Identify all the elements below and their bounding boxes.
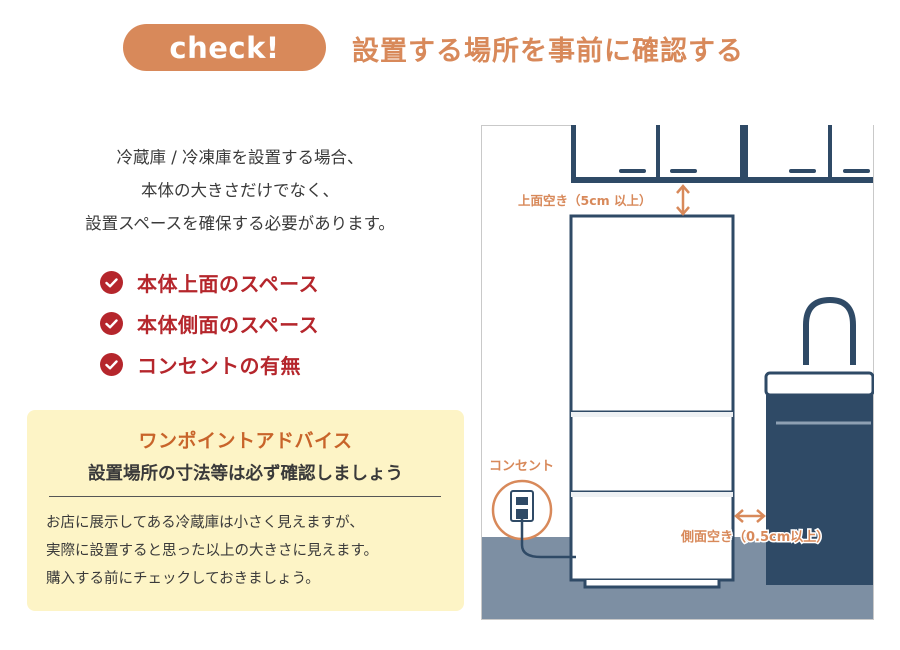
outlet-icon bbox=[491, 479, 576, 559]
checklist-label: 本体側面のスペース bbox=[137, 313, 320, 337]
sink-counter bbox=[764, 296, 874, 585]
check-circle-icon bbox=[100, 312, 123, 335]
side-clearance-label-fill: 側面空き（0.5cm以上） bbox=[680, 529, 829, 545]
refrigerator bbox=[569, 214, 735, 589]
intro-line: 本体の大きさだけでなく、 bbox=[141, 181, 339, 200]
wall-cabinet bbox=[571, 125, 873, 183]
checklist-label: 本体上面のスペース bbox=[137, 272, 320, 296]
checklist-item: コンセントの有無 bbox=[100, 344, 319, 385]
advice-divider bbox=[49, 496, 441, 497]
intro-line: 設置スペースを確保する必要があります。 bbox=[85, 214, 395, 233]
outlet-label: コンセント bbox=[489, 459, 554, 474]
checklist-label: コンセントの有無 bbox=[137, 354, 301, 378]
intro-text: 冷蔵庫 / 冷凍庫を設置する場合、 本体の大きさだけでなく、 設置スペースを確保… bbox=[30, 141, 450, 240]
checklist: 本体上面のスペース 本体側面のスペース コンセントの有無 bbox=[100, 262, 319, 385]
page-title: 設置する場所を事前に確認する bbox=[352, 35, 744, 67]
advice-title: ワンポイントアドバイス bbox=[138, 430, 353, 452]
checklist-item: 本体側面のスペース bbox=[100, 303, 319, 344]
advice-line: 実際に設置すると思った以上の大きさに見えます。 bbox=[46, 543, 379, 559]
installation-illustration: 上面空き（5cm 以上） 側面空き（0.5cm以上） 側面空き（0.5cm以上）… bbox=[481, 125, 874, 620]
side-clearance-arrow bbox=[734, 509, 766, 523]
check-badge: check! bbox=[123, 24, 326, 71]
checklist-item: 本体上面のスペース bbox=[100, 262, 319, 303]
advice-box: ワンポイントアドバイス 設置場所の寸法等は必ず確認しましょう お店に展示してある… bbox=[27, 410, 464, 611]
advice-line: お店に展示してある冷蔵庫は小さく見えますが、 bbox=[46, 515, 364, 531]
advice-body: お店に展示してある冷蔵庫は小さく見えますが、 実際に設置すると思った以上の大きさ… bbox=[46, 509, 456, 593]
advice-line: 購入する前にチェックしておきましょう。 bbox=[46, 571, 320, 587]
top-clearance-label: 上面空き（5cm 以上） bbox=[518, 193, 651, 208]
advice-subtitle: 設置場所の寸法等は必ず確認しましょう bbox=[88, 464, 403, 484]
check-circle-icon bbox=[100, 353, 123, 376]
check-circle-icon bbox=[100, 271, 123, 294]
side-clearance-label: 側面空き（0.5cm以上） bbox=[680, 529, 829, 545]
top-clearance-arrow bbox=[676, 184, 690, 216]
intro-line: 冷蔵庫 / 冷凍庫を設置する場合、 bbox=[116, 148, 364, 167]
